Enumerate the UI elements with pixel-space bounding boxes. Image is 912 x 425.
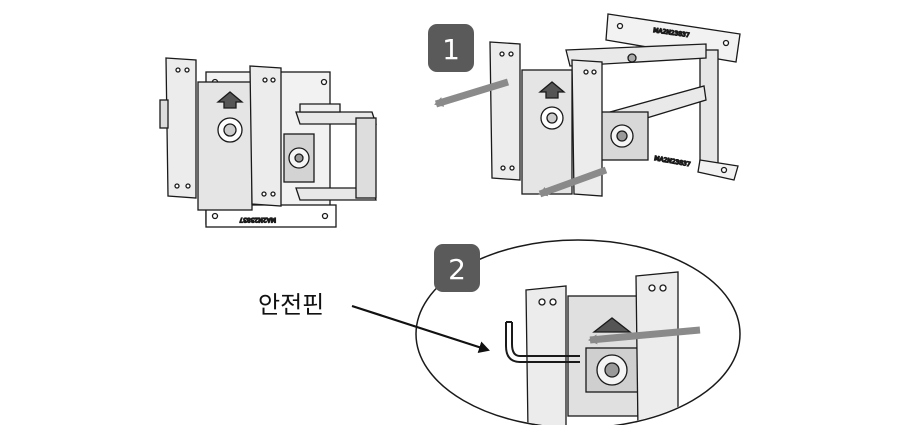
step-number-2: 2 (448, 253, 466, 286)
step-number-1: 1 (442, 33, 460, 66)
serial-label-left: MA2N23837 (239, 216, 276, 223)
extended-bracket: MA2N23837 MA2N23837 (489, 13, 741, 197)
insert-arrow (588, 326, 701, 345)
pull-arrow-lower (538, 166, 608, 198)
step-badge-2: 2 (434, 244, 480, 292)
safety-pin-label: 안전핀 (258, 291, 324, 319)
folded-bracket: MA2N23837 (159, 57, 377, 228)
serial-label-right-lower: MA2N23837 (654, 155, 692, 168)
detail-view (415, 239, 741, 425)
safety-pin-pointer (351, 304, 490, 353)
pull-arrow-upper (434, 78, 510, 108)
step-badge-1: 1 (428, 24, 474, 72)
